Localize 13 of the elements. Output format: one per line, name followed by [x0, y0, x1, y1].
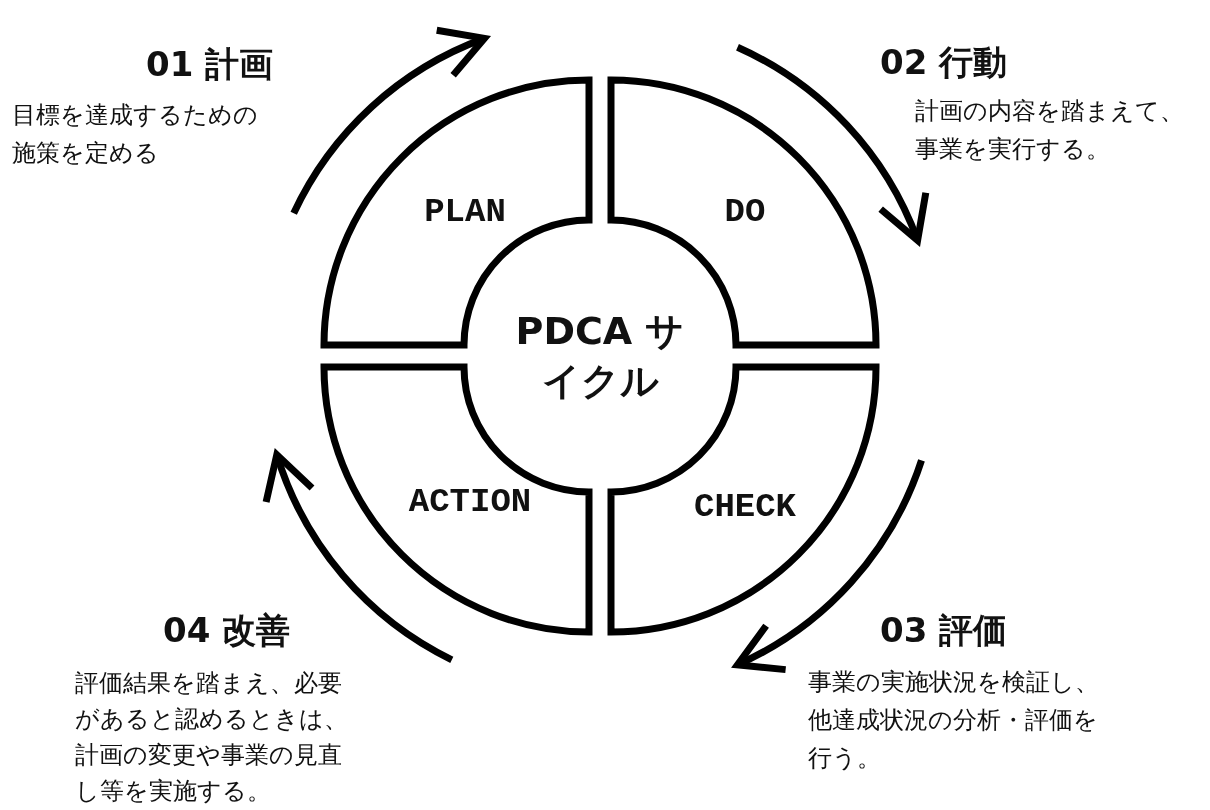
step-description: 事業の実施状況を検証し、他達成状況の分析・評価を行う。 [808, 667, 1100, 774]
step-heading: 04 改善 [163, 609, 291, 652]
stage-label: ACTION [408, 483, 532, 521]
step-description: 計画の内容を踏まえて、事業を実行する。 [915, 96, 1185, 165]
step-heading: 01 計画 [146, 43, 274, 86]
stage-label: DO [724, 193, 766, 231]
step-description: 評価結果を踏まえ、必要があると認めるときは、計画の変更や事業の見直し等を実施する。 [75, 668, 349, 807]
cycle-title: PDCA サイクル [515, 296, 685, 416]
stage-label: CHECK [694, 488, 796, 526]
step-heading: 02 行動 [880, 41, 1008, 84]
step-description: 目標を達成するための施策を定める [12, 100, 259, 169]
step-heading: 03 評価 [880, 609, 1008, 652]
stage-label: PLAN [424, 193, 506, 231]
